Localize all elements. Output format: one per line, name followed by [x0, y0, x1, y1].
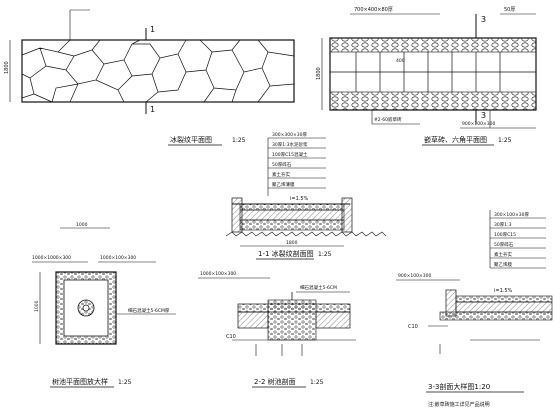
flagstone-plan: 1 1 1800 冰裂纹平面图 1:25: [4, 9, 295, 146]
tp-leader-right: 1000×100×300: [100, 255, 136, 261]
footnote: 注:嵌草砖施工详见产品说明: [428, 401, 490, 408]
layer-3-6: 聚乙烯膜: [494, 261, 512, 268]
layer-3-4: 50厚碎石: [494, 241, 514, 248]
tp-leader-mid: 细石混凝土5-6CM厚: [128, 307, 170, 314]
title-flagstone-plan: 冰裂纹平面图: [170, 135, 212, 144]
layer-list-3: 300×100×30厚 30厚1:3 100厚C15 50厚碎石 素土夯实 聚乙…: [490, 212, 546, 269]
hex-grid-blocks: [330, 52, 536, 92]
layer-3-2: 30厚1:3: [494, 222, 512, 228]
title-section-1: 1-1 冰裂纹剖面图: [258, 249, 314, 258]
dim-width-flagstone: 1800: [4, 61, 10, 74]
layer-1-6: 聚乙烯薄膜: [272, 181, 295, 188]
cut-mark-top: 1: [150, 25, 155, 34]
scale-section-1: 1:25: [318, 251, 332, 258]
dim-hex-width: 1800: [316, 67, 322, 80]
layer-1-1: 300×300×30厚: [272, 132, 307, 138]
scale-tree-pit-plan: 1:25: [118, 379, 132, 386]
dim-hex-400: 400: [396, 58, 405, 64]
layer-3-1: 300×100×30厚: [494, 212, 529, 218]
title-tree-pit-plan: 树池平面图放大样: [52, 377, 108, 386]
layer-list-1: 300×300×30厚 30厚1:3水泥砂浆 100厚C15混凝土 50厚碎石 …: [268, 132, 326, 189]
title-hex-plan: 嵌草砖、六角平面图: [424, 135, 487, 144]
layer-1-5: 素土夯实: [272, 171, 290, 178]
sec3-leader-left: 900×100×300: [398, 273, 431, 279]
title-section-3: 3-3剖面大样图1:20: [428, 382, 490, 391]
scale-flagstone-plan: 1:25: [232, 137, 246, 144]
slope-1: i=1.5%: [290, 196, 309, 202]
section-1-1: 300×300×30厚 30厚1:3水泥砂浆 100厚C15混凝土 50厚碎石 …: [225, 132, 387, 260]
cut-mark-bottom: 1: [150, 105, 155, 114]
hex-leader-left: #2-60嵌草砖: [374, 116, 402, 123]
slope-2: i=1.5%: [494, 288, 513, 294]
section-3-3: 300×100×30厚 30厚1:3 100厚C15 50厚碎石 素土夯实 聚乙…: [396, 210, 553, 408]
scale-section-2: 1:25: [310, 379, 324, 386]
title-section-2: 2-2 树池剖面: [254, 377, 296, 386]
sec2-leader-left: 1000×100×300: [200, 271, 236, 277]
c10-label: C10: [226, 334, 236, 340]
scale-hex-plan: 1:25: [498, 137, 512, 144]
layer-1-4: 50厚碎石: [272, 161, 292, 168]
sec2-leader-right: 细石混凝土5-6CM: [300, 284, 337, 291]
cut3-top: 3: [481, 15, 486, 24]
hex-paver-plan: 3 3 700×400×80厚 50厚 400 1800 #2-60嵌草砖 90…: [316, 7, 537, 146]
layer-1-2: 30厚1:3水泥砂浆: [272, 141, 308, 148]
dim-hex-top: 700×400×80厚: [354, 7, 393, 13]
section-2-2: 1000×100×300 细石混凝土5-6CM C10 2-2 树池剖面 1:2…: [198, 271, 356, 388]
flagstone-pattern: [21, 39, 295, 103]
dim-hex-top-right: 50厚: [504, 7, 515, 13]
tp-dim-side: 1000: [34, 300, 40, 312]
dim-section-width: 1800: [286, 240, 298, 246]
layer-3-3: 100厚C15: [494, 232, 516, 238]
hex-leader-right: 900×100×300: [462, 121, 495, 127]
tp-dim-top: 1000: [76, 222, 88, 228]
layer-3-5: 素土夯实: [494, 251, 512, 258]
layer-1-3: 100厚C15混凝土: [272, 151, 308, 158]
c10-label-b: C10: [408, 324, 418, 330]
tp-leader-left: 1000×1000×300: [32, 255, 71, 261]
cut3-bottom: 3: [481, 111, 486, 120]
tree-pit-plan: 1000 1000×1000×300 1000×100×300 1000 细石混…: [32, 222, 176, 388]
